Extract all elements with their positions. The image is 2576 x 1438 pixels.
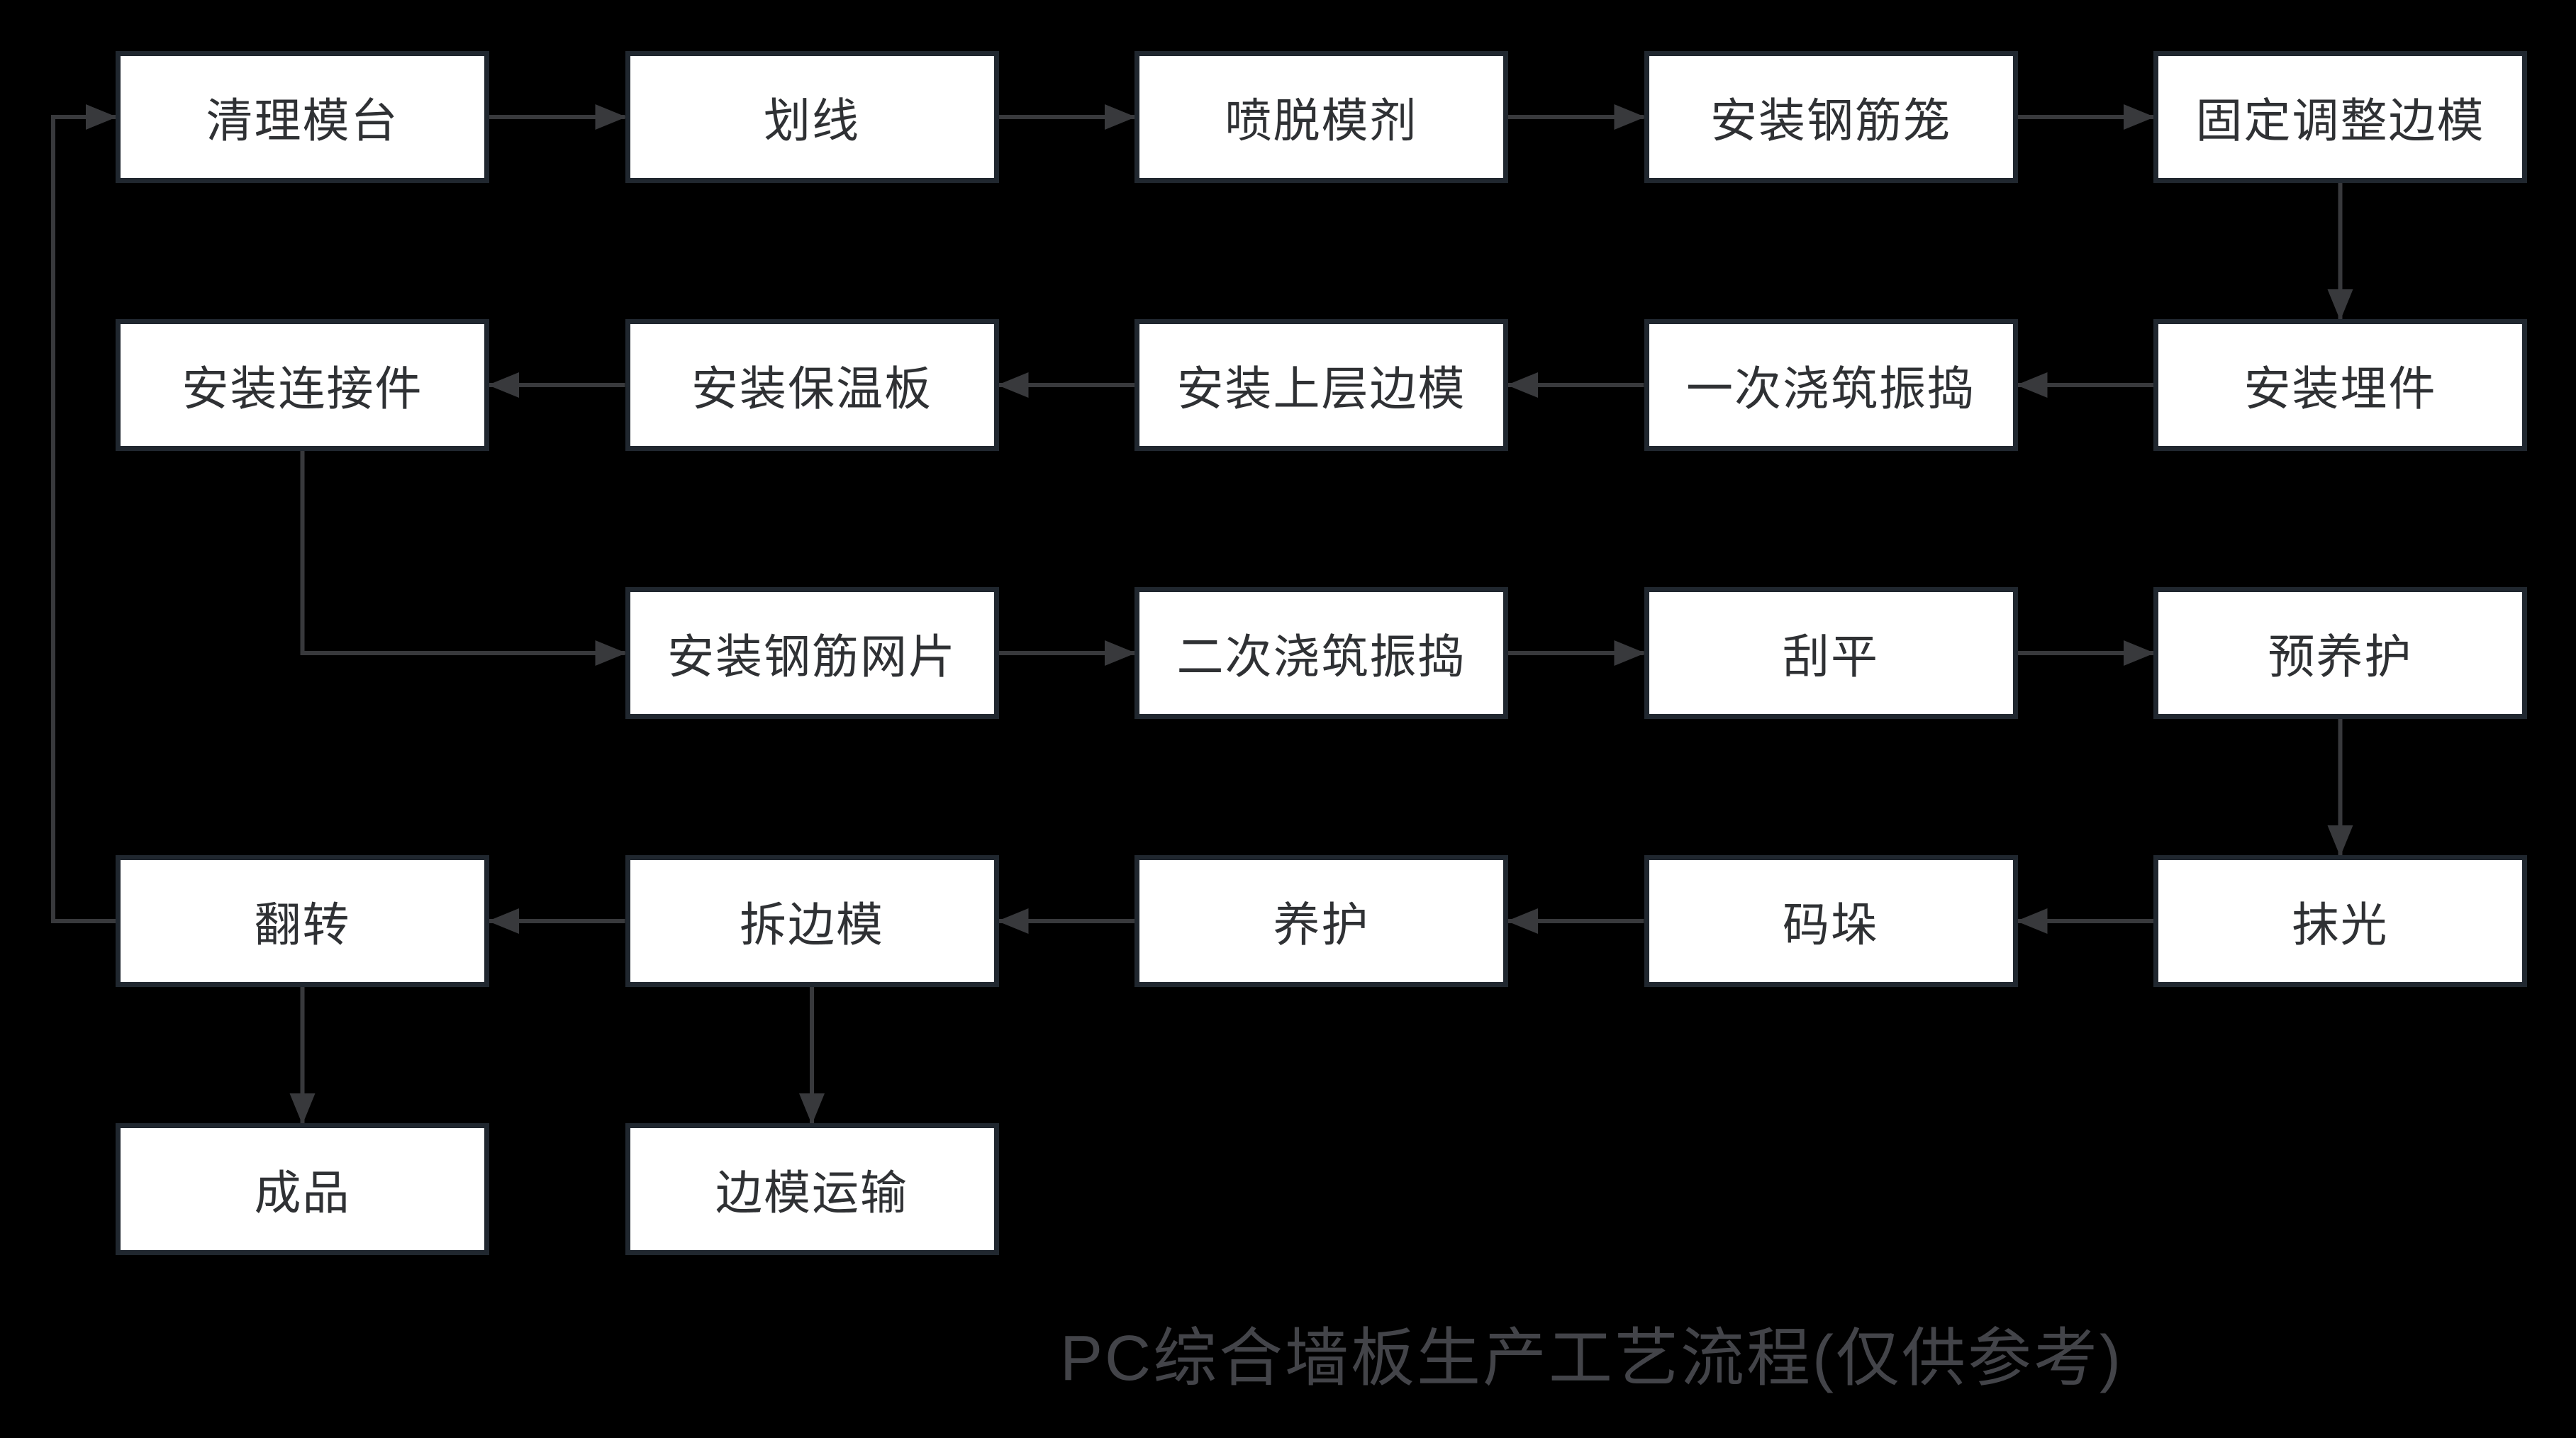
flow-node-qingli: 清理模台	[116, 51, 489, 183]
flow-node-lianjiejian: 安装连接件	[116, 319, 489, 451]
flow-node-chengpin: 成品	[116, 1123, 489, 1255]
flow-node-baowenban: 安装保温板	[625, 319, 999, 451]
flow-node-yici: 一次浇筑振捣	[1644, 319, 2018, 451]
flow-node-maijian: 安装埋件	[2153, 319, 2527, 451]
flow-node-guaping: 刮平	[1644, 587, 2018, 719]
flow-node-huaxian: 划线	[625, 51, 999, 183]
flow-edge-fanzhuan-qingli	[51, 104, 117, 923]
flow-node-fanzhuan: 翻转	[116, 855, 489, 987]
flow-node-maduo: 码垛	[1644, 855, 2018, 987]
diagram-title: PC综合墙板生产工艺流程(仅供参考)	[1060, 1323, 2123, 1394]
flow-node-wangpian: 安装钢筋网片	[625, 587, 999, 719]
flow-node-guding: 固定调整边模	[2153, 51, 2527, 183]
flow-node-erci: 二次浇筑振捣	[1134, 587, 1508, 719]
flow-node-pentuo: 喷脱模剂	[1134, 51, 1508, 183]
flow-node-yuyanghu: 预养护	[2153, 587, 2527, 719]
flow-node-shangceng: 安装上层边模	[1134, 319, 1508, 451]
flow-node-yanghu: 养护	[1134, 855, 1508, 987]
flow-node-moguang: 抹光	[2153, 855, 2527, 987]
flow-node-chaibianmo: 拆边模	[625, 855, 999, 987]
flow-edge-lianjiejian-wangpian	[300, 451, 627, 666]
flow-node-gangjinlong: 安装钢筋笼	[1644, 51, 2018, 183]
flow-node-bianmo: 边模运输	[625, 1123, 999, 1255]
